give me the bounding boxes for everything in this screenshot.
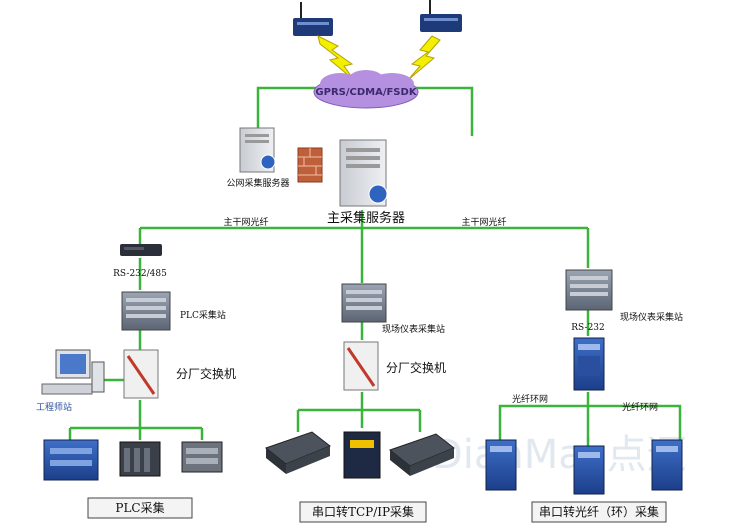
mid-switch-label: 分厂交换机 [386,360,446,375]
main-server-label: 主采集服务器 [327,210,405,226]
right-station-label: 现场仪表采集站 [620,311,683,323]
workstation-label: 工程师站 [36,401,72,413]
left-footer-box [87,497,193,519]
plc-device-1 [43,439,99,481]
lightning-left-icon [317,35,355,81]
gprs-modem-right [420,0,462,32]
lightning-right-icon [407,35,441,81]
plc-device-2 [119,441,161,477]
public-server-label: 公网采集服务器 [226,177,289,189]
main-server-icon [339,139,388,207]
plc-device-3 [181,441,223,473]
mid-station-icon [341,283,387,323]
ring-label-right: 光纤环网 [622,401,658,413]
mid-switch-icon [343,341,379,391]
right-footer-label: 串口转光纤（环）采集 [539,504,659,519]
serial-server-3 [388,433,455,476]
right-footer-box [531,501,667,523]
gprs-modem-left [293,2,333,36]
fiber-converter-1 [485,439,517,491]
left-footer-label: PLC采集 [115,500,164,515]
left-switch-icon [123,349,159,399]
left-converter-icon [120,244,162,256]
serial-server-2 [343,431,381,479]
ring-label-left: 光纤环网 [512,393,548,405]
fiber-converter-2 [573,445,605,495]
gprs-cloud: GPRS/CDMA/FSDK [313,70,419,109]
fiber-converter-main [573,337,605,391]
left-station-icon [121,291,171,331]
mid-footer-box [299,501,427,523]
workstation-icon [41,349,105,395]
mid-footer-label: 串口转TCP/IP采集 [312,504,414,519]
left-station-label: PLC采集站 [180,309,226,321]
left-switch-label: 分厂交换机 [176,366,236,381]
right-station-icon [565,269,613,311]
serial-server-1 [264,431,331,474]
mid-station-label: 现场仪表采集站 [382,323,445,335]
fiber-converter-3 [651,439,683,491]
watermark: DianMai 点迈 [432,432,687,478]
public-server-icon [239,127,276,173]
trunk-label-right: 主干网光纤 [461,216,506,228]
firewall-icon [297,147,323,183]
right-serial-label: RS-232 [571,323,605,333]
trunk-label-left: 主干网光纤 [223,216,268,228]
cloud-label: GPRS/CDMA/FSDK [315,87,417,98]
left-serial-label: RS-232/485 [113,269,167,279]
